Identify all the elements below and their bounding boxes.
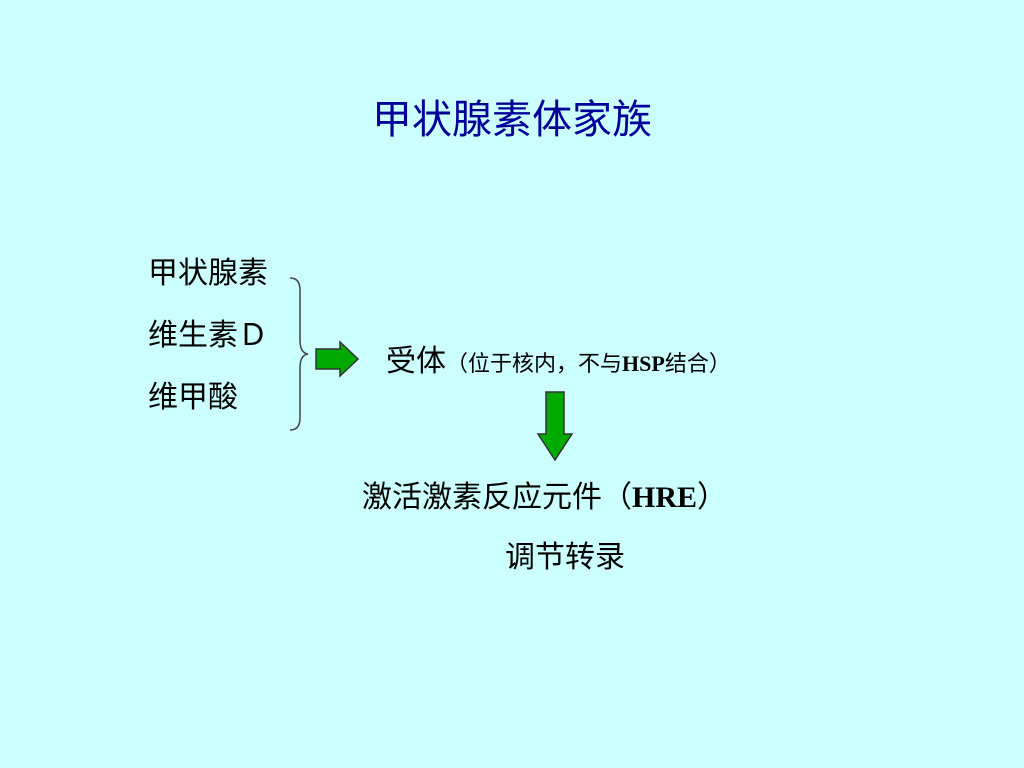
receptor-label: 受体（位于核内，不与HSP结合） — [386, 342, 731, 382]
hormone-retinoic-acid: 维甲酸 — [148, 380, 238, 415]
hormone-vitamin-d: 维生素Ｄ — [148, 318, 268, 353]
response-element-text: 激活激素反应元件（ — [362, 480, 632, 515]
slide-title: 甲状腺素体家族 — [372, 97, 652, 143]
response-element-abbr: HRE — [632, 481, 698, 514]
receptor-text: 受体 — [386, 344, 446, 379]
right-arrow-icon — [315, 340, 360, 378]
response-element-line: 激活激素反应元件（HRE） — [362, 478, 727, 518]
transcription-regulation: 调节转录 — [505, 540, 625, 575]
down-arrow-icon — [536, 391, 574, 462]
receptor-note-close: 结合） — [664, 352, 731, 377]
right-brace-icon — [289, 277, 309, 431]
receptor-note-open: （位于核内，不与 — [446, 352, 623, 377]
response-element-close: ） — [697, 480, 728, 515]
receptor-note-hsp: HSP — [622, 351, 665, 376]
hormone-thyroxine: 甲状腺素 — [148, 256, 268, 291]
